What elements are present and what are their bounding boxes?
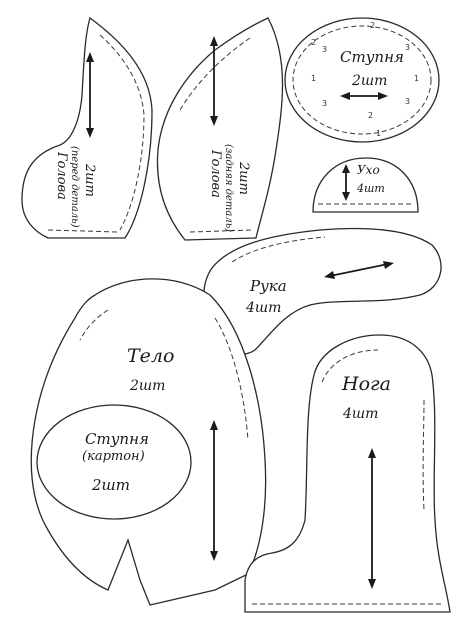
foot-mark: 2 [368,111,373,120]
head-back-arrow-top [210,36,218,46]
leg-count: 4шт [342,406,378,422]
foot-mark: 3 [322,99,327,108]
head-back-arrow-bottom [210,116,218,126]
foot-mark: 3 [405,97,410,106]
body-arrow-top [210,420,218,430]
foot-title: Ступня [340,48,404,66]
foot-mark: 1 [414,74,419,83]
foot-seam [292,25,432,135]
foot-mark: 3 [405,43,410,52]
ear-piece: Ухо 4шт [312,157,419,213]
leg-arrow-top [368,448,376,458]
sole-count: 2шт [91,476,130,494]
ear-arrow-top [342,164,350,173]
head-back-seam [179,37,251,111]
leg-seam [321,349,379,383]
foot-count: 2шт [351,73,387,89]
leg-arrow-bottom [368,579,376,589]
head-front-piece: Голова (перед деталь) 2шт [21,16,153,239]
arm-count: 4шт [245,300,281,316]
ear-outline [312,157,419,213]
leg-seam [422,399,425,511]
head-front-count: 2шт [82,163,97,197]
body-seam [79,309,109,341]
arm-title: Рука [249,277,287,295]
head-back-title: Голова [208,149,223,198]
head-back-subtitle: (задняя деталь) [223,144,234,232]
head-front-arrow-bottom [86,128,94,138]
leg-title: Нога [341,373,391,395]
foot-arrow-right [378,92,388,100]
arm-grain-arrow [329,263,389,277]
head-back-count: 2шт [236,161,251,195]
ear-title: Ухо [357,163,380,177]
arm-arrow-left [324,271,335,279]
head-front-title: Голова [54,151,69,200]
leg-outline [244,334,451,613]
body-title: Тело [127,345,174,367]
arm-arrow-right [383,261,394,269]
foot-arrow-left [340,92,350,100]
foot-mark: 2 [311,38,316,47]
sole-outline [36,404,192,520]
arm-piece: Рука 4шт [203,227,442,355]
foot-mark: 3 [322,45,327,54]
foot-mark: 2 [370,21,375,30]
leg-piece: Нога 4шт [244,334,451,613]
head-back-piece: Голова (задняя деталь) 2шт [156,17,284,241]
foot-piece: Ступня 2шт 1 2 3 3 1 2 3 3 2 1 [284,17,440,143]
ear-arrow-bottom [342,192,350,201]
foot-outline [284,17,440,143]
head-back-bottom-seam [189,229,253,233]
sole-title: Ступня [85,430,149,448]
sole-subtitle: (картон) [82,449,145,464]
head-front-seam [99,34,145,231]
ear-count: 4шт [356,182,385,195]
arm-seam [231,236,326,263]
arm-outline [203,227,442,355]
foot-mark: 1 [376,129,381,138]
head-front-subtitle: (перед деталь) [69,146,80,228]
head-front-bottom-seam [47,229,119,233]
head-front-arrow-top [86,52,94,62]
body-arrow-bottom [210,551,218,561]
head-back-outline [156,17,284,241]
body-seam [214,317,249,441]
foot-mark: 1 [311,74,316,83]
sole-piece: Ступня (картон) 2шт [36,404,192,520]
body-count: 2шт [129,378,165,394]
